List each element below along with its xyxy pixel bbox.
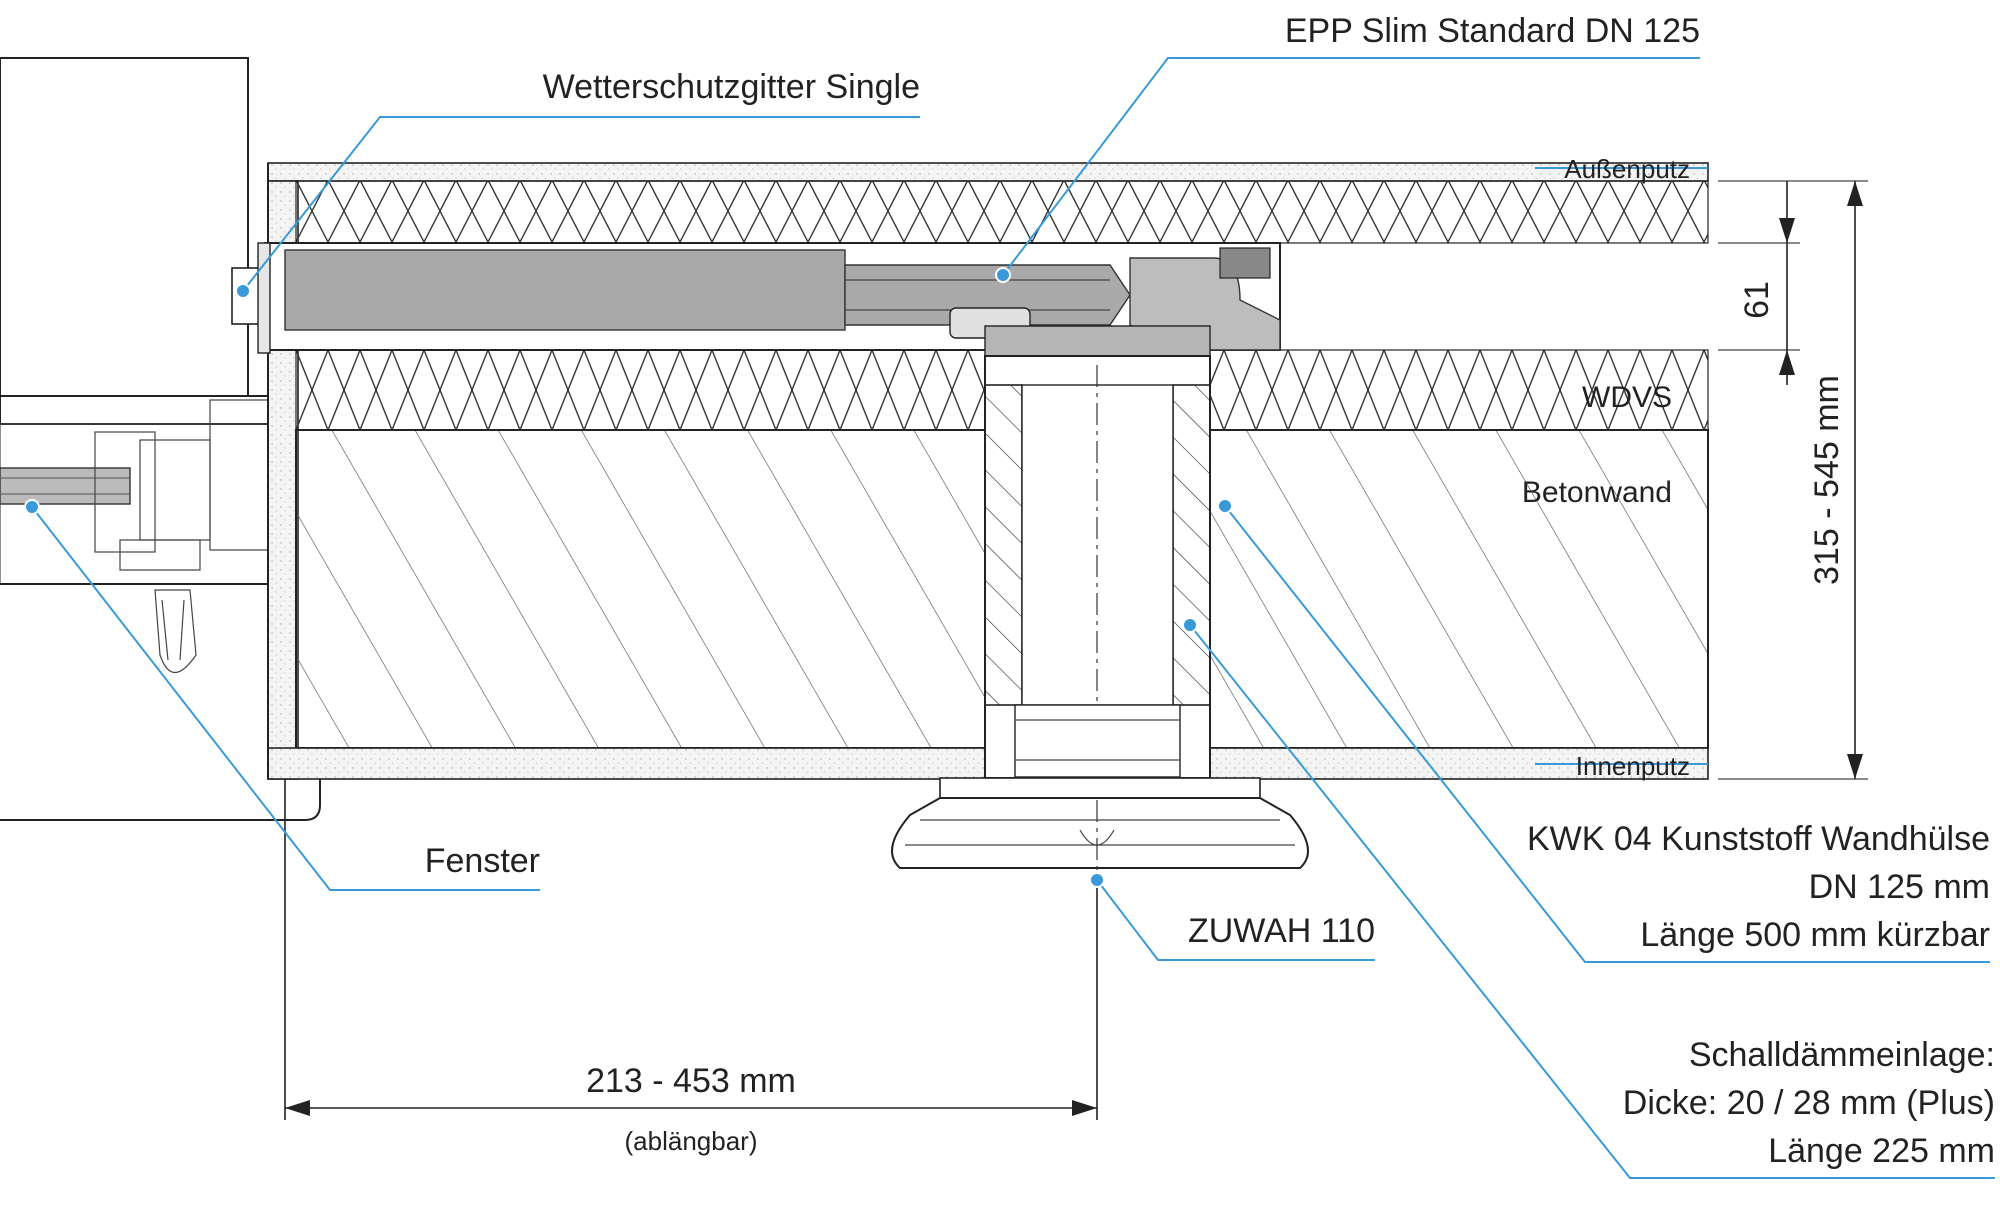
dim-vertical-total: 315 - 545 mm [1808, 375, 1846, 585]
label-kwk-line1: KWK 04 Kunststoff Wandhülse [1527, 820, 1990, 858]
label-schall-line2: Dicke: 20 / 28 mm (Plus) [1623, 1084, 1995, 1122]
epp-duct [231, 242, 1281, 357]
dot-wetterschutzgitter [235, 283, 251, 299]
dot-kwk [1217, 498, 1233, 514]
leader-lines [31, 57, 1995, 1179]
dot-zuwah [1089, 872, 1105, 888]
label-schall-line3: Länge 225 mm [1768, 1132, 1995, 1170]
dot-schall [1182, 617, 1198, 633]
zuwah-inner-cover [891, 777, 1309, 880]
dot-epp [995, 267, 1011, 283]
label-fenster: Fenster [425, 842, 540, 880]
label-betonwand: Betonwand [1522, 476, 1672, 509]
label-epp: EPP Slim Standard DN 125 [1285, 12, 1700, 50]
dim-horizontal-note: (ablängbar) [625, 1126, 758, 1156]
label-kwk-line3: Länge 500 mm kürzbar [1640, 916, 1990, 954]
label-aussenputz: Außenputz [1564, 154, 1690, 184]
label-innenputz: Innenputz [1576, 751, 1690, 781]
dot-fenster [24, 499, 40, 515]
label-wetterschutzgitter: Wetterschutzgitter Single [543, 68, 920, 106]
dimension-lines [284, 180, 1868, 1120]
leader-dots [24, 267, 1233, 888]
dim-horizontal-label: 213 - 453 mm [586, 1062, 796, 1100]
label-wdvs: WDVS [1582, 381, 1672, 414]
wall-sleeve [984, 355, 1211, 780]
label-schall-line1: Schalldämmeinlage: [1689, 1036, 1995, 1074]
label-kwk-line2: DN 125 mm [1809, 868, 1990, 906]
dim-vertical-small: 61 [1738, 281, 1776, 319]
window-frame [0, 57, 321, 821]
label-zuwah: ZUWAH 110 [1188, 912, 1375, 950]
